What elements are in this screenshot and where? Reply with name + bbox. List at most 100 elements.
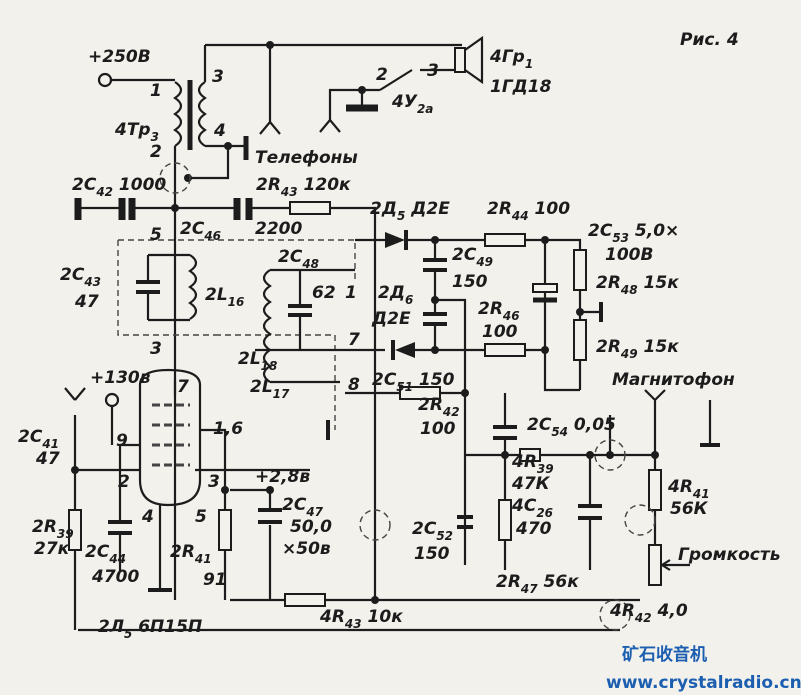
label-pin5: 5: [150, 225, 162, 245]
label-ref: 62: [312, 283, 336, 303]
label-ref: 4700: [91, 567, 139, 587]
label-ref: 2C: [278, 247, 303, 267]
label-value: 100: [529, 199, 571, 219]
label-ref: 2200: [255, 219, 302, 239]
label-ref: 2L: [250, 377, 273, 397]
speaker-icon: [454, 47, 466, 73]
label-ref: ×50в: [282, 539, 331, 559]
label-c48v: 62: [312, 283, 336, 303]
label-ref: 100В: [605, 245, 653, 265]
label-c46: 2C46: [180, 219, 221, 243]
label-ref: 100: [482, 322, 518, 342]
label-r46v: 100: [482, 322, 518, 342]
tube-envelope: [138, 368, 202, 507]
label-r39bv: 27к: [34, 539, 70, 559]
label-value: 5,0×: [629, 221, 679, 241]
label-sub: 42: [634, 611, 652, 625]
label-c42: 2C42 1000: [72, 175, 166, 199]
label-tube: 2Л5 6П15П: [98, 617, 202, 641]
label-tr3: 4Тр3: [114, 120, 159, 144]
label-c44: 2C44: [85, 542, 126, 566]
label-c44v: 4700: [91, 567, 139, 587]
label-ref: 4R: [609, 601, 635, 621]
label-sub: 5: [124, 627, 132, 641]
label-c43v: 47: [74, 292, 99, 312]
label-ref: 4R: [667, 477, 693, 497]
label-ref: 47: [35, 449, 60, 469]
label-sw: 4У2а: [391, 92, 433, 116]
label-ref: 5: [150, 225, 162, 245]
label-c41: 2C41: [18, 427, 59, 451]
label-ref: Магнитофон: [612, 370, 735, 390]
label-spkv: 1ГД18: [490, 77, 552, 97]
label-ref: 2R: [32, 517, 57, 537]
label-ref: 2C: [412, 519, 437, 539]
label-sub: 46: [502, 309, 520, 323]
diode-icon: [385, 232, 405, 248]
label-ref: 7: [348, 330, 360, 350]
label-sub: 43: [280, 185, 298, 199]
label-pin8: 8: [348, 375, 360, 395]
label-sub: 54: [551, 425, 568, 439]
label-sub: 43: [344, 617, 362, 631]
label-value: 150: [413, 370, 455, 390]
label-ref: 2C: [372, 370, 397, 390]
label-volume: Громкость: [678, 545, 780, 565]
label-ref: 2: [118, 472, 130, 492]
label-r41b: 4R41: [667, 477, 710, 501]
label-r47: 2R47 56к: [496, 572, 579, 596]
label-ref: 8: [348, 375, 360, 395]
label-c47: 2C47: [282, 495, 324, 519]
label-ref: 4У: [391, 92, 418, 112]
label-c26: 4C26: [511, 496, 553, 520]
label-r41bv: 56К: [670, 499, 709, 519]
label-ref: 47К: [511, 474, 551, 494]
label-ref: 2C: [85, 542, 110, 562]
label-c49: 2C49: [452, 245, 493, 269]
label-ref: 47: [74, 292, 99, 312]
label-sub: 48: [301, 257, 319, 271]
label-ref: 2R: [256, 175, 281, 195]
label-sub: 1: [525, 57, 533, 71]
label-sub: 17: [273, 387, 290, 401]
label-ref: 3: [212, 67, 224, 87]
label-ref: 2L: [205, 285, 228, 305]
label-ref: Телефоны: [255, 148, 358, 168]
label-r46: 2R46: [478, 299, 520, 323]
label-tr_pin3: 3: [212, 67, 224, 87]
label-sub: 16: [228, 295, 245, 309]
label-ref: 3: [208, 472, 220, 492]
label-l16: 2L16: [205, 285, 244, 309]
label-r44: 2R44 100: [487, 199, 570, 223]
label-ref: 4: [141, 507, 154, 527]
label-ref: 91: [203, 570, 227, 590]
label-sub: 3: [151, 130, 159, 144]
label-value: 1000: [113, 175, 166, 195]
label-c41v: 47: [35, 449, 60, 469]
label-ref: 150: [452, 272, 488, 292]
label-d6: 2Д6: [378, 283, 413, 307]
label-ref: 2R: [496, 572, 521, 592]
label-sub: 42: [442, 405, 460, 419]
label-c52v: 150: [414, 544, 450, 564]
label-value: 4,0: [652, 601, 688, 621]
label-c49v: 150: [452, 272, 488, 292]
label-ref: 1: [345, 283, 357, 303]
label-sub: 44: [511, 209, 529, 223]
label-sub: 41: [41, 437, 59, 451]
label-value: 0,05: [568, 415, 616, 435]
label-sw2: 2: [376, 65, 388, 85]
label-value: 15к: [638, 337, 680, 357]
label-ref: 2C: [282, 495, 307, 515]
label-sub: 2а: [417, 102, 433, 116]
label-ref: 2C: [180, 219, 205, 239]
label-sub: 26: [536, 506, 553, 520]
label-c47v2: ×50в: [282, 539, 331, 559]
label-l18: 2L18: [238, 349, 277, 373]
label-d6v: Д2Е: [371, 309, 411, 329]
label-tpin2: 2: [118, 472, 130, 492]
label-l17: 2L17: [250, 377, 290, 401]
label-r39: 4R39: [511, 452, 554, 476]
